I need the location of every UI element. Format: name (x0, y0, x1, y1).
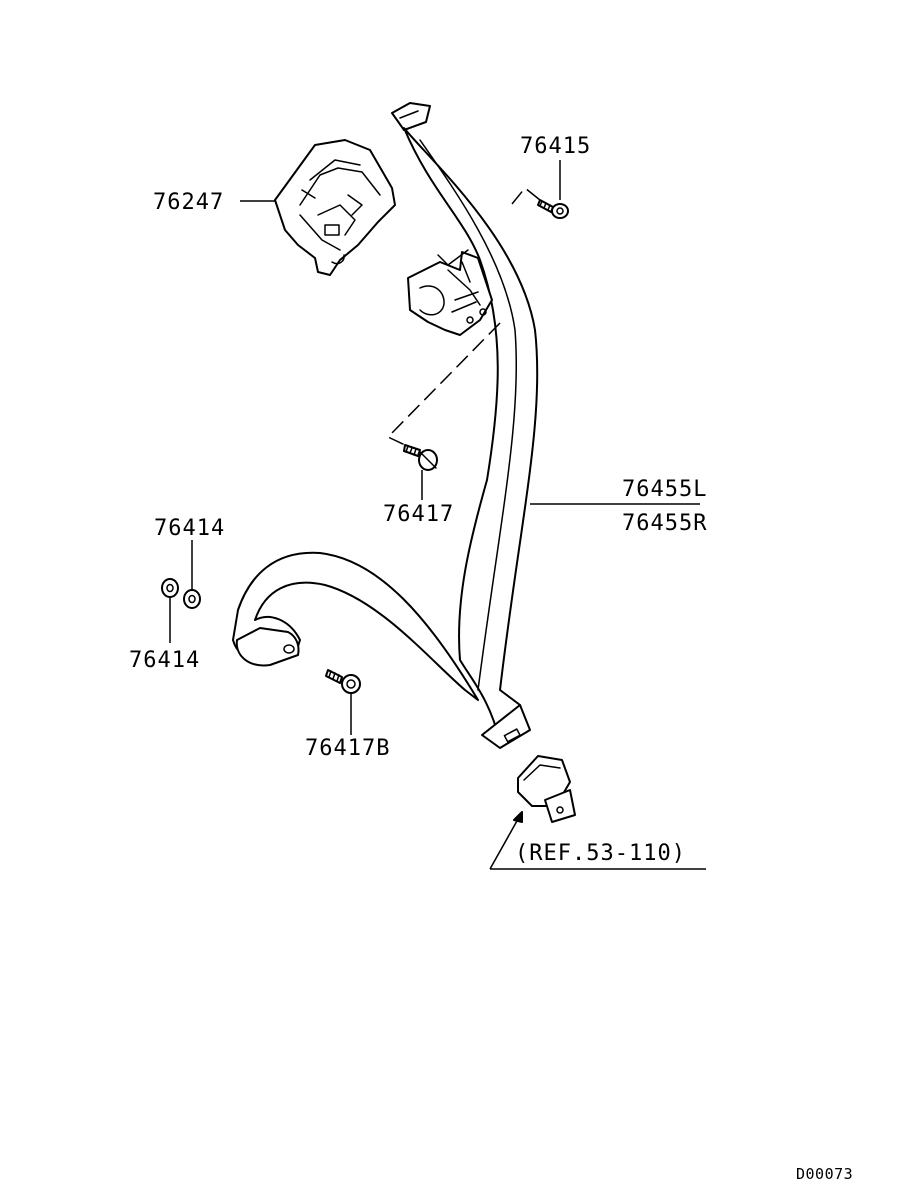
washer-pair (161, 578, 201, 609)
retractor-mechanism (407, 249, 493, 336)
label-retractor-bolt: 76417 (383, 502, 454, 527)
label-upper-bolt: 76415 (520, 134, 591, 159)
retractor-cover (274, 139, 396, 276)
label-belt-assy-left: 76455L (622, 477, 707, 502)
upper-bolt (537, 199, 569, 219)
buckle (517, 755, 576, 823)
label-washer-lower: 76414 (129, 648, 200, 673)
label-belt-assy-right: 76455R (622, 511, 707, 536)
retractor-bolt (403, 444, 438, 471)
label-retractor-cover: 76247 (153, 190, 224, 215)
leader-lines (169, 160, 706, 870)
anchor-bolt (325, 669, 361, 694)
seat-belt-webbing (232, 102, 539, 749)
label-anchor-bolt: 76417B (305, 736, 390, 761)
label-washer-upper: 76414 (154, 516, 225, 541)
label-buckle-reference: (REF.53-110) (515, 841, 686, 866)
drawing-code: D00073 (796, 1165, 853, 1183)
